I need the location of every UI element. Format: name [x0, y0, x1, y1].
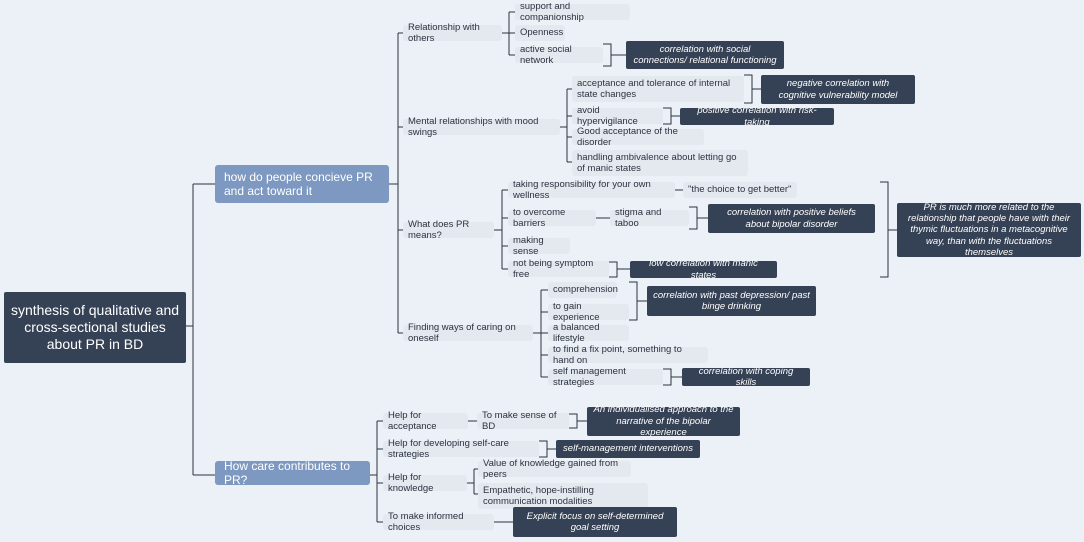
note-metacognitive-summary[interactable]: PR is much more related to the relations… — [897, 202, 1081, 258]
leaf-knowledge-from-peers[interactable]: Value of knowledge gained from peers — [478, 458, 631, 480]
leaf-openness[interactable]: Openness — [515, 25, 565, 41]
leaf-self-management-strategies[interactable]: self management strategies — [548, 366, 663, 388]
leaf-overcome-barriers[interactable]: to overcome barriers — [508, 207, 596, 229]
leaf-make-sense-of-bd[interactable]: To make sense of BD — [477, 410, 569, 432]
topic-mental-relationships[interactable]: Mental relationships with mood swings — [403, 116, 560, 138]
topic-help-for-acceptance[interactable]: Help for acceptance — [383, 410, 468, 432]
topic-caring-on-oneself[interactable]: Finding ways of caring on oneself — [403, 322, 533, 344]
note-goal-setting[interactable]: Explicit focus on self-determined goal s… — [513, 507, 677, 537]
leaf-comprehension[interactable]: comprehension — [548, 282, 618, 298]
topic-relationship-with-others[interactable]: Relationship with others — [403, 22, 502, 44]
note-manic-states[interactable]: low correlation with manic states — [630, 258, 777, 281]
leaf-fix-point[interactable]: to find a fix point, something to hand o… — [548, 344, 708, 366]
note-cognitive-vulnerability[interactable]: negative correlation with cognitive vuln… — [761, 75, 915, 104]
topic-help-self-care[interactable]: Help for developing self-care strategies — [383, 438, 539, 460]
topic-what-does-pr-mean[interactable]: What does PR means? — [403, 219, 494, 241]
root-topic[interactable]: synthesis of qualitative and cross-secti… — [4, 292, 186, 363]
leaf-not-symptom-free[interactable]: not being symptom free — [508, 258, 609, 280]
topic-help-for-knowledge[interactable]: Help for knowledge — [383, 472, 467, 494]
note-positive-beliefs[interactable]: correlation with positive beliefs about … — [708, 204, 875, 233]
note-coping-skills[interactable]: correlation with coping skills — [682, 366, 810, 388]
topic-informed-choices[interactable]: To make informed choices — [383, 511, 494, 533]
leaf-making-sense[interactable]: making sense — [508, 235, 570, 257]
leaf-active-social-network[interactable]: active social network — [515, 44, 603, 66]
leaf-handling-ambivalence[interactable]: handling ambivalence about letting go of… — [572, 150, 748, 176]
branch-how-people-concieve-pr[interactable]: how do people concieve PR and act toward… — [215, 165, 389, 203]
note-individualised-approach[interactable]: An individualised approach to the narrat… — [587, 404, 740, 438]
leaf-good-acceptance[interactable]: Good acceptance of the disorder — [572, 126, 704, 148]
note-risk-taking[interactable]: positive correlation with risk-taking — [680, 105, 834, 128]
leaf-support-and-companionship[interactable]: support and companionship — [515, 1, 630, 23]
note-self-management-interventions[interactable]: self-management interventions — [556, 440, 700, 458]
note-social-connections[interactable]: correlation with social connections/ rel… — [626, 41, 784, 69]
leaf-avoid-hypervigilance[interactable]: avoid hypervigilance — [572, 105, 663, 127]
leaf-choice-to-get-better[interactable]: "the choice to get better" — [683, 182, 797, 198]
leaf-acceptance-tolerance[interactable]: acceptance and tolerance of internal sta… — [572, 76, 744, 102]
leaf-empathetic-communication[interactable]: Empathetic, hope-instilling communicatio… — [478, 483, 648, 509]
leaf-stigma-and-taboo[interactable]: stigma and taboo — [610, 207, 689, 229]
leaf-balanced-lifestyle[interactable]: a balanced lifestyle — [548, 322, 629, 344]
branch-how-care-contributes[interactable]: How care contributes to PR? — [215, 459, 370, 487]
leaf-taking-responsibility[interactable]: taking responsibility for your own welln… — [508, 179, 675, 201]
leaf-gain-experience[interactable]: to gain experience — [548, 301, 629, 323]
note-past-depression[interactable]: correlation with past depression/ past b… — [647, 286, 816, 316]
